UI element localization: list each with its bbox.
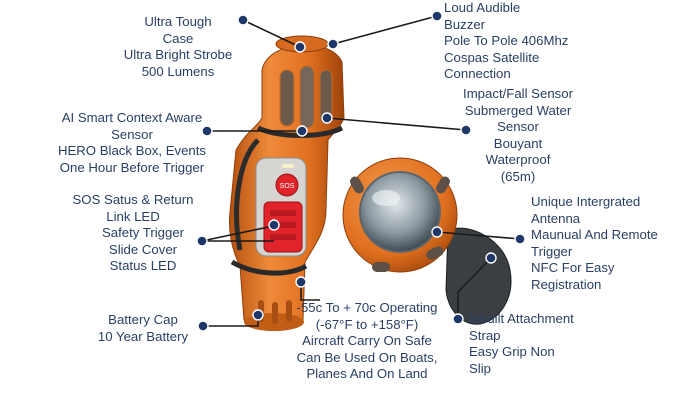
label-strap: Inbuilt Attachment Strap Easy Grip Non S… bbox=[469, 311, 574, 376]
label-battery: Battery Cap 10 Year Battery bbox=[97, 312, 189, 344]
beacon-top-view bbox=[342, 157, 512, 325]
sos-button-text: SOS bbox=[280, 183, 295, 190]
label-case-strobe: Ultra Tough Case Ultra Bright Strobe 500… bbox=[123, 14, 233, 79]
beacon-main-body: SOS bbox=[229, 35, 345, 331]
label-temperature: -55c To + 70c Operating (-67°F to +158°F… bbox=[296, 300, 438, 381]
label-impact-sensor: Impact/Fall Sensor Submerged Water Senso… bbox=[463, 86, 573, 184]
callout-dots bbox=[196, 10, 526, 332]
label-sos-led: SOS Satus & Return Link LED bbox=[72, 192, 194, 224]
label-safety-trigger: Safety Trigger Slide Cover Status LED bbox=[101, 225, 185, 273]
label-ai-sensor: AI Smart Context Aware Sensor HERO Black… bbox=[57, 110, 207, 175]
label-antenna: Unique Intergrated Antenna Maunual And R… bbox=[531, 194, 658, 292]
callout-lines bbox=[201, 15, 521, 327]
label-buzzer: Loud Audible Buzzer Pole To Pole 406Mhz … bbox=[444, 0, 569, 81]
